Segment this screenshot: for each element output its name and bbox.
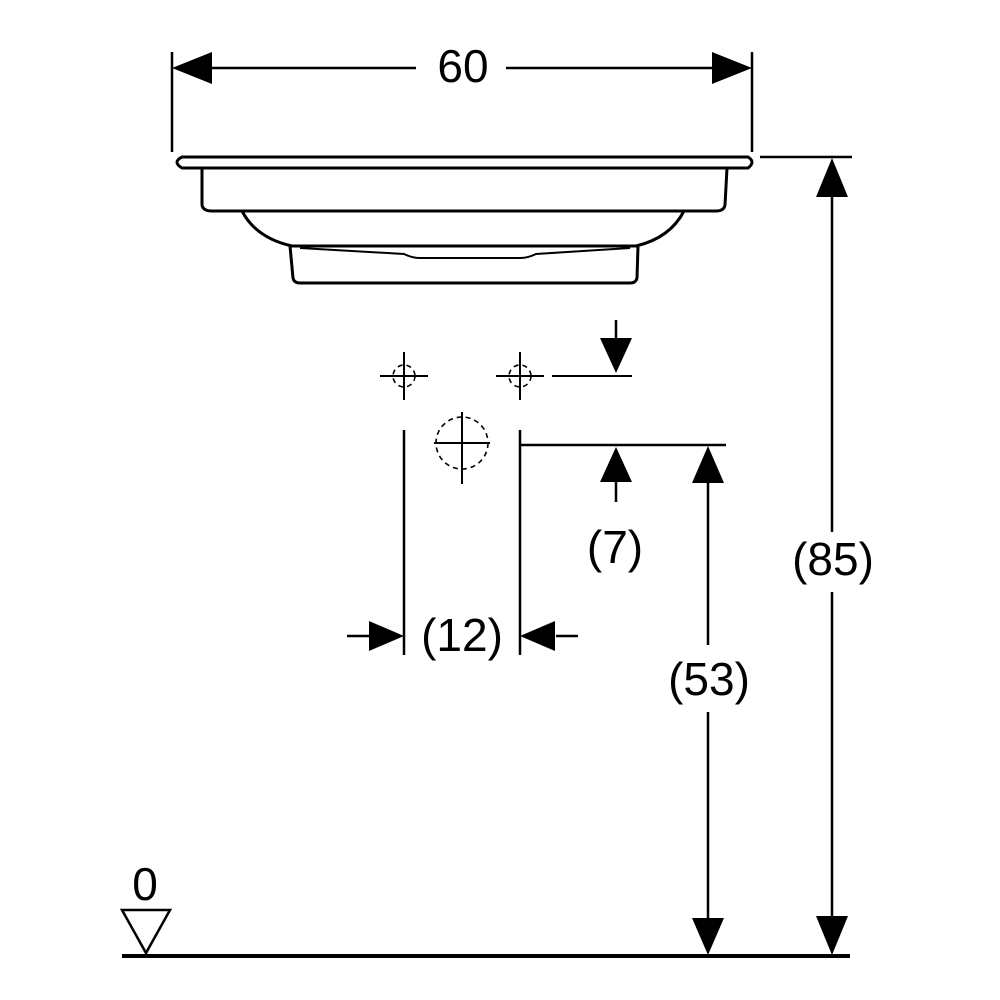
- tap-spacing-arrow-left: [369, 621, 404, 651]
- tap-offset-arrow-up: [600, 447, 632, 482]
- total-height-dimension: (85): [760, 155, 874, 955]
- width-arrow-left: [172, 52, 212, 84]
- width-dimension: 60: [170, 40, 754, 152]
- tap-offset-label: (7): [587, 521, 643, 573]
- tap-hole-left: [380, 352, 428, 400]
- basin-base: [288, 244, 640, 285]
- total-height-arrow-bottom: [816, 916, 848, 955]
- tap-spacing-arrow-right: [520, 621, 555, 651]
- tap-spacing-label: (12): [421, 609, 503, 661]
- tap-offset-arrow-down: [600, 338, 632, 373]
- outlet-height-arrow-bottom: [692, 918, 724, 955]
- width-label: 60: [437, 40, 488, 92]
- total-height-arrow-top: [816, 158, 848, 197]
- basin-bowl: [240, 209, 686, 248]
- width-arrow-right: [712, 52, 752, 84]
- level-triangle-icon: [119, 908, 173, 956]
- total-height-label: (85): [792, 533, 874, 585]
- outlet-height-dimension: (53): [668, 446, 750, 955]
- basin-inner-detail: [299, 247, 631, 259]
- floor-reference: 0: [119, 858, 850, 958]
- tap-offset-dimension: (7): [520, 320, 726, 573]
- outlet-center: [434, 412, 490, 484]
- tap-hole-right: [496, 352, 544, 400]
- basin-body: [200, 166, 729, 213]
- tap-spacing-dimension: (12): [347, 430, 578, 661]
- outlet-height-arrow-top: [692, 446, 724, 483]
- floor-level-label: 0: [132, 858, 158, 910]
- basin-rim: [175, 155, 754, 170]
- outlet-height-label: (53): [668, 653, 750, 705]
- basin-profile: [175, 155, 754, 285]
